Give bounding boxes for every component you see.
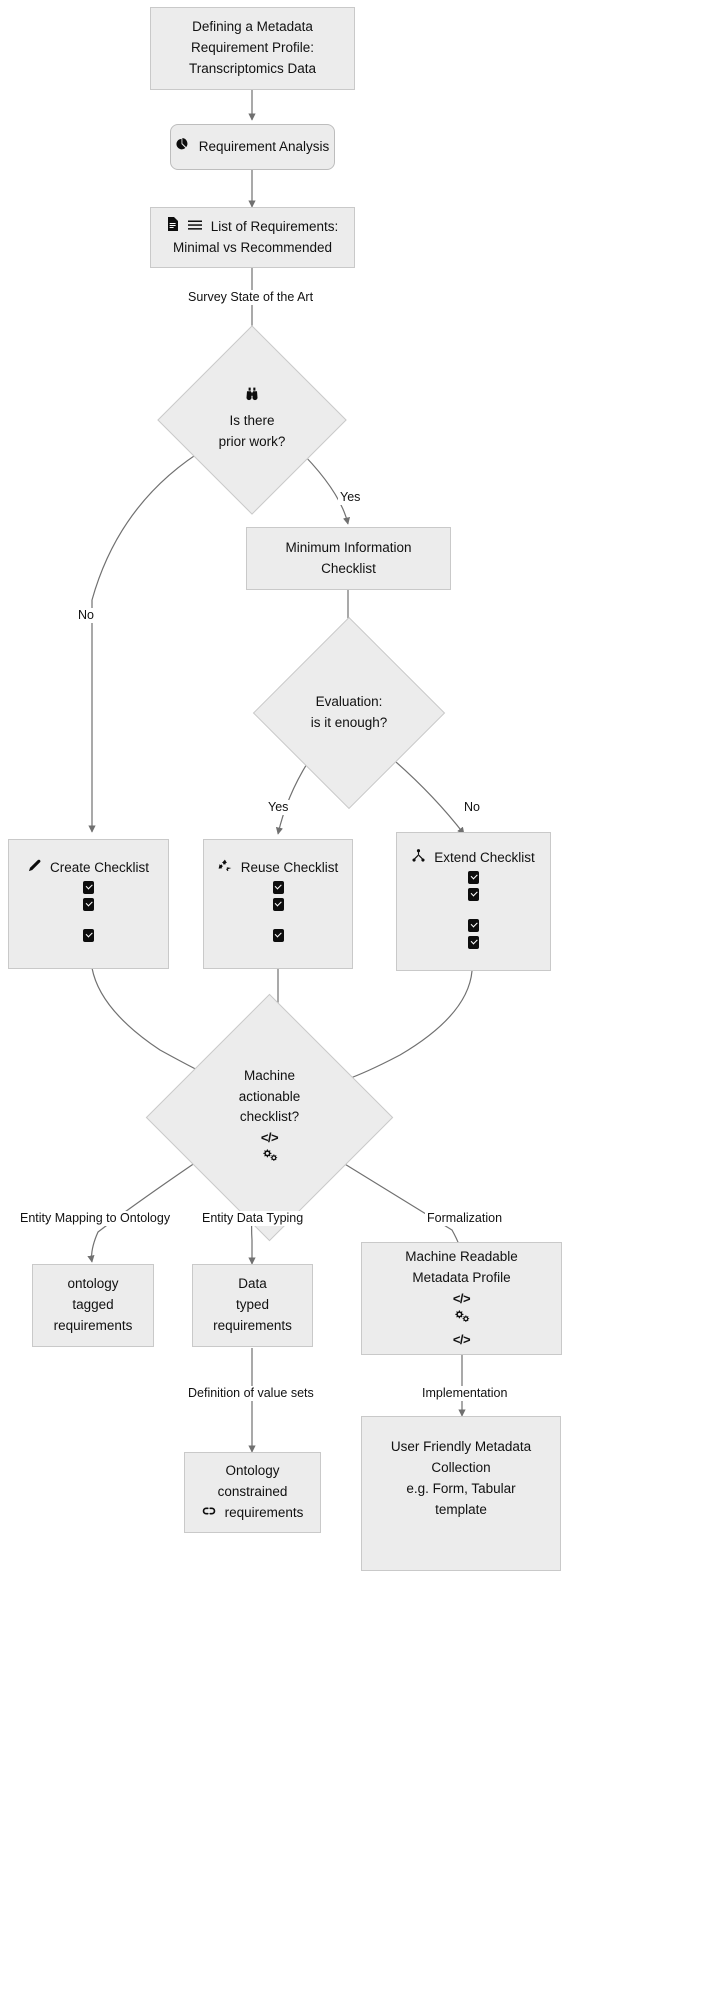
node-create-checklist-label: Create Checklist <box>49 860 150 875</box>
node-data-typed-line3: requirements <box>213 1317 292 1333</box>
node-start-line3: Transcriptomics Data <box>188 60 317 76</box>
node-ontology-tagged-requirements[interactable]: ontology tagged requirements <box>32 1264 154 1347</box>
node-prior-work-line2: prior work? <box>218 433 286 449</box>
node-list-requirements[interactable]: List of Requirements: Minimal vs Recomme… <box>150 207 355 268</box>
checkbox-checked[interactable] <box>83 928 94 942</box>
edge-label-implementation: Implementation <box>420 1386 510 1401</box>
node-profile-line2: Metadata Profile <box>412 1269 511 1285</box>
node-ontology-tagged-line3: requirements <box>53 1317 133 1333</box>
code-tag-icon: </> <box>260 1130 279 1146</box>
node-ontology-constrained-line3: requirements <box>224 1504 304 1520</box>
link-icon <box>202 1503 216 1524</box>
edge-label-prior-no: No <box>76 608 96 623</box>
binoculars-icon <box>244 387 260 408</box>
node-extend-checklist[interactable]: Extend Checklist <box>396 832 551 971</box>
checkbox-checked[interactable] <box>468 935 479 949</box>
edge-priorwork-no <box>88 446 209 833</box>
node-machine-readable-profile[interactable]: Machine Readable Metadata Profile </> </… <box>361 1242 562 1355</box>
node-start[interactable]: Defining a Metadata Requirement Profile:… <box>150 7 355 90</box>
edge-label-survey: Survey State of the Art <box>186 290 316 305</box>
edge-label-formalization: Formalization <box>425 1211 505 1226</box>
node-extend-checklist-label: Extend Checklist <box>434 850 535 865</box>
node-reuse-checklist-label: Reuse Checklist <box>240 860 339 875</box>
node-minimum-information-checklist[interactable]: Minimum Information Checklist <box>246 527 451 590</box>
node-data-typed-line1: Data <box>238 1276 267 1292</box>
reuse-checklist-checkboxes <box>272 879 284 944</box>
node-profile-line1: Machine Readable <box>405 1248 518 1264</box>
code-tag-icon: </> <box>452 1331 471 1347</box>
checkbox-checked[interactable] <box>468 918 479 932</box>
edge-label-eval-no: No <box>462 800 482 815</box>
checkbox-checked[interactable] <box>272 880 284 894</box>
node-user-friendly-line4: template <box>435 1501 487 1517</box>
node-evaluation[interactable]: Evaluation: is it enough? <box>252 616 446 810</box>
node-ontology-constrained-line2: constrained <box>217 1484 288 1500</box>
pencil-icon <box>28 858 41 879</box>
checkbox-checked[interactable] <box>468 870 479 884</box>
node-ontology-constrained-requirements[interactable]: Ontology constrained requirements <box>184 1452 321 1533</box>
node-list-requirements-line1: List of Requirements: <box>210 218 339 234</box>
code-tag-icon: </> <box>452 1290 471 1306</box>
pie-chart-icon <box>176 137 190 158</box>
checkbox-checked[interactable] <box>83 880 94 894</box>
create-checklist-checkboxes <box>83 879 94 944</box>
node-list-requirements-line2: Minimal vs Recommended <box>172 239 333 255</box>
node-evaluation-line1: Evaluation: <box>315 694 383 710</box>
node-evaluation-line2: is it enough? <box>310 715 388 730</box>
edge-label-prior-yes: Yes <box>338 490 363 505</box>
node-ontology-tagged-line2: tagged <box>72 1297 114 1313</box>
list-icon <box>187 217 202 238</box>
gears-icon <box>453 1309 471 1330</box>
node-machine-actionable-line2: actionable <box>238 1088 301 1104</box>
node-ontology-constrained-line1: Ontology <box>225 1463 280 1479</box>
gears-icon <box>261 1148 279 1169</box>
branch-icon <box>412 848 425 869</box>
edge-label-eval-yes: Yes <box>266 800 291 815</box>
node-user-friendly-line2: Collection <box>431 1459 491 1475</box>
document-icon <box>167 216 179 238</box>
node-user-friendly-line1: User Friendly Metadata <box>390 1439 532 1454</box>
checkbox-checked[interactable] <box>468 887 479 901</box>
node-machine-actionable-line1: Machine <box>243 1067 296 1083</box>
edge-label-entity-mapping: Entity Mapping to Ontology <box>18 1211 173 1226</box>
node-ontology-tagged-line1: ontology <box>67 1276 119 1292</box>
checkbox-checked[interactable] <box>272 928 284 942</box>
node-prior-work[interactable]: Is there prior work? <box>157 325 347 515</box>
node-machine-actionable[interactable]: Machine actionable checklist? </> <box>145 993 394 1242</box>
edge-label-entity-typing: Entity Data Typing <box>200 1211 306 1226</box>
node-requirement-analysis[interactable]: Requirement Analysis <box>170 124 335 170</box>
node-reuse-checklist[interactable]: Reuse Checklist <box>203 839 353 969</box>
node-user-friendly-metadata-collection[interactable]: User Friendly Metadata Collection e.g. F… <box>361 1416 561 1571</box>
recycle-icon <box>218 858 232 879</box>
node-create-checklist[interactable]: Create Checklist <box>8 839 169 969</box>
node-data-typed-line2: typed <box>235 1297 270 1313</box>
node-user-friendly-line3: e.g. Form, Tabular <box>406 1480 516 1496</box>
node-machine-actionable-line3: checklist? <box>239 1109 300 1125</box>
node-requirement-analysis-label: Requirement Analysis <box>198 138 330 154</box>
checkbox-checked[interactable] <box>83 897 94 911</box>
extend-checklist-checkboxes <box>468 869 479 951</box>
edge-label-value-sets: Definition of value sets <box>186 1386 316 1401</box>
node-start-line2: Requirement Profile: <box>190 40 315 56</box>
node-mi-checklist-line1: Minimum Information <box>285 539 412 555</box>
node-mi-checklist-line2: Checklist <box>321 560 376 576</box>
node-start-line1: Defining a Metadata <box>192 19 313 35</box>
node-data-typed-requirements[interactable]: Data typed requirements <box>192 1264 313 1347</box>
checkbox-checked[interactable] <box>272 897 284 911</box>
node-prior-work-line1: Is there <box>229 413 275 429</box>
